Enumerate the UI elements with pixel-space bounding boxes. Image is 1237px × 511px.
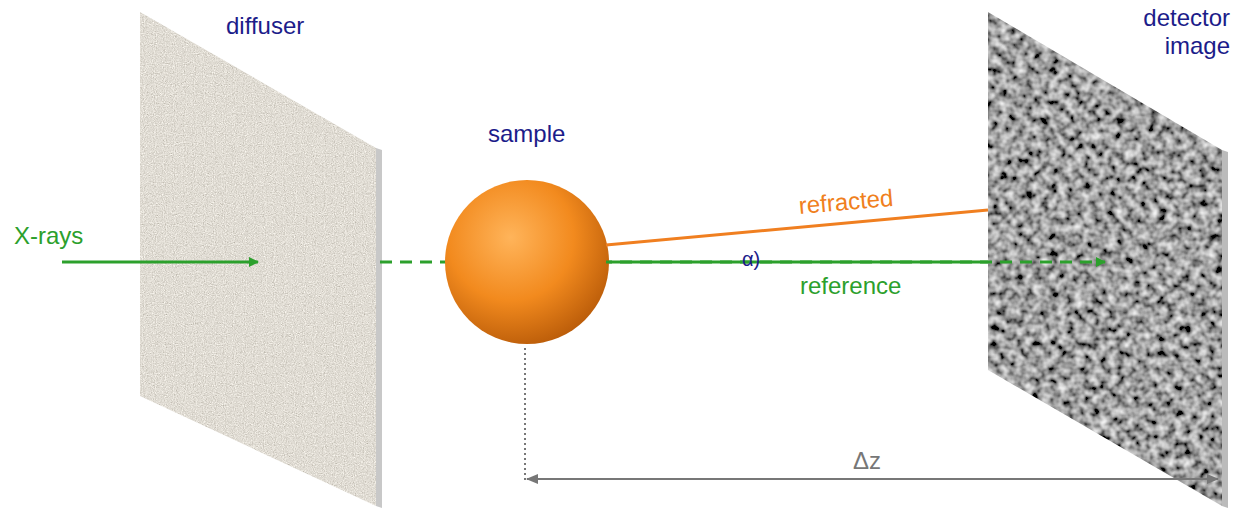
dimension-leader	[524, 348, 526, 480]
component-label: sample	[488, 120, 565, 148]
diffuser-panel	[140, 12, 376, 506]
beam-label: X-rays	[14, 222, 83, 250]
xray-arrow	[62, 261, 258, 264]
sample-sphere	[445, 180, 609, 344]
component: diffuser	[140, 8, 382, 508]
component: sample	[445, 120, 609, 346]
detector-panel	[988, 12, 1222, 506]
angle-label: α)	[742, 248, 760, 271]
dimension-label: Δz	[853, 447, 881, 475]
component: detector image	[988, 4, 1232, 508]
component-label: diffuser	[226, 12, 304, 40]
ray-label: refracted	[798, 184, 895, 220]
refracted-ray	[606, 210, 988, 245]
reference-ray	[606, 261, 988, 264]
component-label: detector image	[1130, 4, 1230, 59]
ray-label: reference	[800, 272, 901, 300]
dimension-line	[527, 478, 1218, 480]
